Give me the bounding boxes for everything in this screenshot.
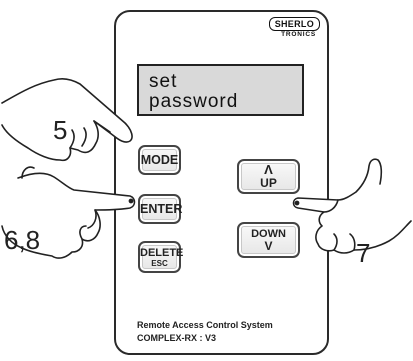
- enter-button[interactable]: ENTER: [138, 194, 182, 224]
- up-button[interactable]: Λ UP: [237, 159, 300, 194]
- brand-name: SHERLO: [268, 17, 320, 31]
- lcd-line-1: set: [149, 71, 178, 92]
- delete-esc-button[interactable]: DELETE ESC: [138, 241, 184, 273]
- up-label: UP: [260, 176, 277, 190]
- up-arrow-icon: Λ: [264, 162, 273, 177]
- step-callout-mode: 5: [53, 115, 68, 145]
- down-label: DOWN: [251, 228, 286, 240]
- brand-logo: SHERLO TRONICS: [258, 17, 320, 45]
- caption-line-1: Remote Access Control System: [137, 320, 273, 330]
- brand-subname: TRONICS: [281, 31, 316, 38]
- step-callout-enter: 6,8: [4, 225, 41, 255]
- mode-button[interactable]: MODE: [138, 145, 181, 175]
- step-callout-down: 7: [356, 238, 371, 268]
- delete-label: DELETE: [140, 247, 184, 259]
- down-button[interactable]: DOWN V: [237, 222, 300, 258]
- esc-label: ESC: [151, 259, 168, 268]
- lcd-line-2: password: [149, 91, 239, 112]
- down-arrow-icon: V: [264, 239, 273, 253]
- caption-line-2: COMPLEX-RX : V3: [137, 333, 217, 343]
- lcd-display: set password: [137, 64, 304, 116]
